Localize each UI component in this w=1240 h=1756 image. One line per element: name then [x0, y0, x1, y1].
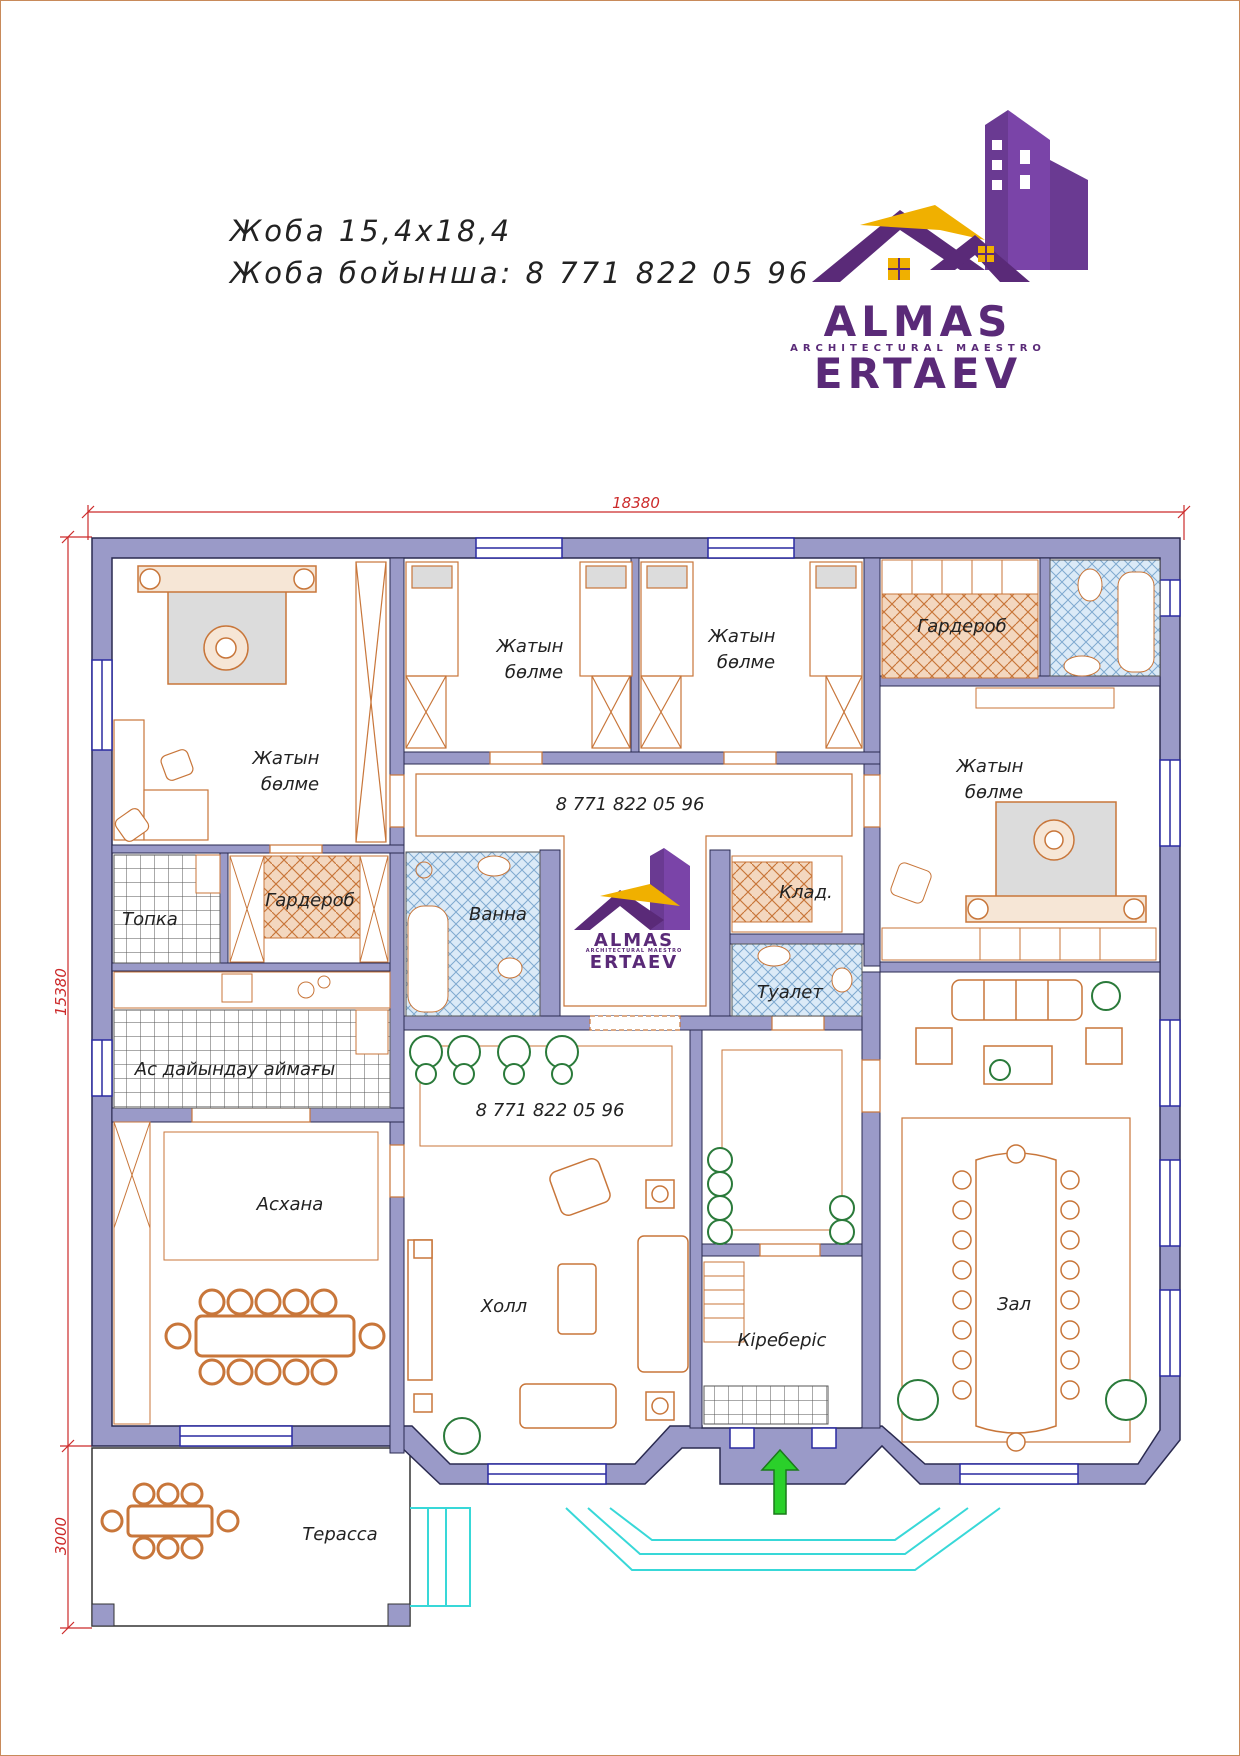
bedroom-4-label-1: Жатын [956, 756, 1024, 777]
watermark-logo-top: ALMAS [594, 930, 674, 951]
wardrobe-top-label: Гардероб [917, 616, 1007, 637]
boiler-label: Топка [122, 909, 178, 930]
terrace-label: Терасса [302, 1524, 377, 1545]
watermark-logo-tagline: ARCHITECTURAL MAESTRO [586, 948, 682, 954]
project-contact: Жоба бойынша: 8 771 822 05 96 [230, 256, 811, 290]
plant-icon [409, 1035, 579, 1455]
terrace-dining-set [100, 1482, 240, 1560]
logo-tagline: ARCHITECTURAL MAESTRO [790, 343, 1046, 354]
plant-icon-4 [989, 1059, 1011, 1081]
entry-arrow-icon [760, 1448, 800, 1515]
bath-label: Ванна [469, 904, 527, 925]
plant-icon-2 [707, 1147, 855, 1245]
plant-icon-3 [1091, 981, 1121, 1011]
bedroom-main: Жатын бөлме [113, 561, 387, 843]
entrance [703, 1261, 829, 1425]
watermark-phone-top: 8 771 822 05 96 [556, 794, 705, 815]
corridor [415, 773, 853, 1007]
dining-table-icon [164, 1288, 386, 1386]
vestibule [707, 1049, 855, 1245]
dimension-depth: 15380 [52, 968, 70, 1016]
project-title: Жоба 15,4х18,4 [230, 214, 513, 248]
cooking-area [113, 971, 391, 1109]
bed-double-icon [137, 565, 317, 685]
bathroom [405, 851, 541, 1017]
living-room [897, 979, 1147, 1452]
watermark-phone-hall: 8 771 822 05 96 [476, 1100, 625, 1121]
bedroom-2-label-1: Жатын [496, 636, 564, 657]
cooking-area-label: Ас дайындау аймағы [134, 1059, 336, 1080]
long-dining-table-icon [952, 1144, 1080, 1452]
bedroom-3 [640, 561, 863, 749]
watermark-logo-bottom: ERTAEV [590, 952, 678, 973]
logo-name-bottom: ERTAEV [814, 349, 1022, 398]
bedroom-4 [881, 687, 1157, 961]
bedroom-4-label-2: бөлме [965, 782, 1023, 803]
dimension-lines [60, 505, 1191, 1635]
watermark-logo: ALMAS ARCHITECTURAL MAESTRO ERTAEV [574, 848, 690, 973]
storage-label: Клад. [779, 882, 832, 903]
dimension-terrace: 3000 [52, 1517, 70, 1555]
house-buildings-icon [812, 110, 1088, 282]
bedroom-2-label-2: бөлме [505, 662, 563, 683]
doors [191, 751, 881, 1257]
boiler-room [113, 854, 221, 964]
bedroom-3-label-1: Жатын [708, 626, 776, 647]
plant-icon-5 [897, 1379, 1147, 1421]
master-bathroom [1049, 559, 1161, 677]
terrace [91, 1447, 411, 1627]
bed-double-icon-2 [965, 801, 1147, 923]
entrance-label: Кіреберіс [738, 1330, 827, 1351]
windows [91, 537, 1181, 1485]
wardrobe-closet [355, 561, 387, 843]
toilet-room [731, 943, 863, 1017]
logo-name-top: ALMAS [824, 297, 1013, 346]
storage-room [731, 855, 843, 933]
hall [407, 1035, 689, 1455]
wardrobe-left [229, 855, 389, 963]
living-label: Зал [997, 1294, 1031, 1315]
bedroom-3-label-2: бөлме [717, 652, 775, 673]
kitchen-dining [113, 1121, 386, 1425]
kitchen-label: Асхана [256, 1194, 324, 1215]
hall-furniture [407, 1157, 689, 1429]
company-logo: ALMAS ARCHITECTURAL MAESTRO ERTAEV [790, 110, 1088, 398]
hall-label: Холл [480, 1296, 527, 1317]
bedroom-2 [405, 561, 633, 749]
desk-with-chair [113, 719, 209, 842]
bedroom-main-label-1: Жатын [252, 748, 320, 769]
dimension-width: 18380 [612, 494, 660, 512]
entry-steps [410, 1507, 1001, 1607]
wardrobe-left-label: Гардероб [265, 890, 355, 911]
wardrobe-top [881, 559, 1039, 679]
toilet-label: Туалет [757, 982, 823, 1003]
bedroom-main-label-2: бөлме [261, 774, 319, 795]
